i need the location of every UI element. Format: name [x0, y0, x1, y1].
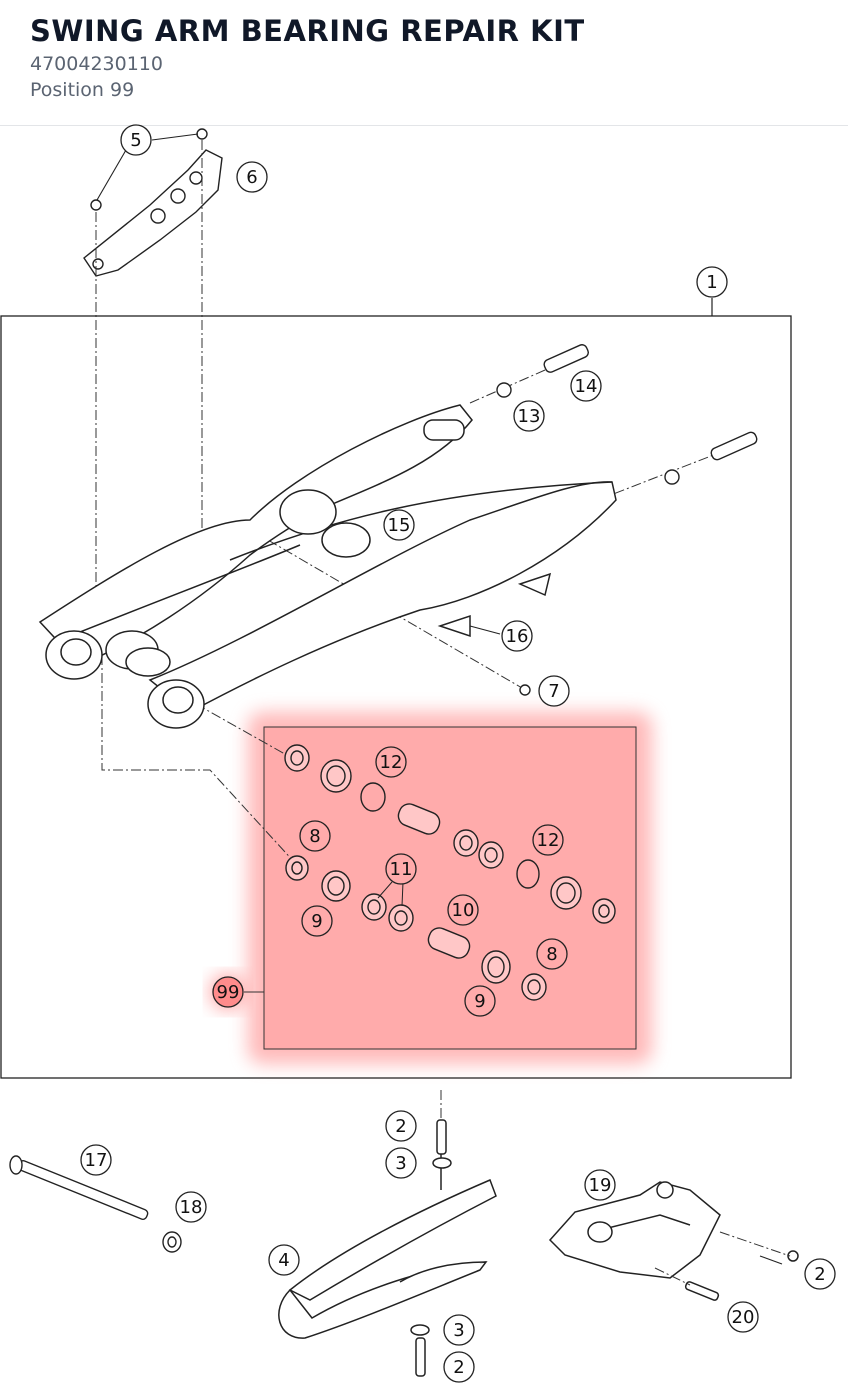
callout-5: 5: [120, 124, 152, 156]
callout-15: 15: [383, 509, 415, 541]
svg-text:17: 17: [85, 1150, 108, 1171]
svg-text:10: 10: [452, 900, 475, 921]
callout-11: 11: [385, 853, 417, 885]
callout-2b: 2: [443, 1351, 475, 1383]
callout-7: 7: [538, 675, 570, 707]
callout-3b: 3: [443, 1314, 475, 1346]
svg-text:19: 19: [589, 1175, 612, 1196]
chain-slider-part: [278, 1119, 497, 1377]
svg-text:18: 18: [180, 1197, 203, 1218]
svg-text:2: 2: [395, 1116, 406, 1137]
svg-text:2: 2: [453, 1357, 464, 1378]
position-label: Position 99: [30, 79, 135, 101]
svg-text:5: 5: [130, 130, 141, 151]
callout-2a: 2: [385, 1110, 417, 1142]
svg-text:7: 7: [548, 681, 559, 702]
axle-part: [9, 1155, 182, 1253]
svg-text:12: 12: [537, 830, 560, 851]
svg-text:9: 9: [311, 911, 322, 932]
svg-text:14: 14: [575, 376, 598, 397]
swing-arm-part: [38, 404, 617, 729]
svg-text:15: 15: [388, 515, 411, 536]
callout-16: 16: [501, 620, 533, 652]
callout-19: 19: [584, 1169, 616, 1201]
callout-4: 4: [268, 1244, 300, 1276]
svg-text:9: 9: [474, 991, 485, 1012]
svg-text:4: 4: [278, 1250, 289, 1271]
callout-8b: 8: [536, 938, 568, 970]
page-header: SWING ARM BEARING REPAIR KIT 47004230110…: [0, 0, 848, 126]
svg-text:99: 99: [217, 982, 240, 1003]
callout-2c: 2: [804, 1258, 836, 1290]
bearing-kit-parts: [284, 744, 616, 1001]
svg-text:2: 2: [814, 1264, 825, 1285]
svg-text:8: 8: [309, 826, 320, 847]
svg-text:6: 6: [246, 167, 257, 188]
callout-1: 1: [696, 266, 728, 298]
callout-14: 14: [570, 370, 602, 402]
callout-17: 17: [80, 1144, 112, 1176]
callout-10: 10: [447, 894, 479, 926]
callout-8a: 8: [299, 820, 331, 852]
callout-3a: 3: [385, 1147, 417, 1179]
callout-9b: 9: [464, 985, 496, 1017]
callout-12a: 12: [375, 746, 407, 778]
callout-99: 99: [212, 976, 244, 1008]
svg-text:3: 3: [453, 1320, 464, 1341]
svg-text:20: 20: [732, 1307, 755, 1328]
svg-text:3: 3: [395, 1153, 406, 1174]
chain-guide-part: [548, 1181, 799, 1301]
callout-6: 6: [236, 161, 268, 193]
callout-13: 13: [513, 400, 545, 432]
callout-9a: 9: [301, 905, 333, 937]
svg-text:1: 1: [706, 272, 717, 293]
assembly-frame: [0, 315, 792, 1079]
page-title: SWING ARM BEARING REPAIR KIT: [30, 14, 585, 48]
svg-text:8: 8: [546, 944, 557, 965]
callout-12b: 12: [532, 824, 564, 856]
part-number: 47004230110: [30, 53, 163, 75]
svg-text:13: 13: [518, 406, 541, 427]
svg-text:11: 11: [390, 859, 413, 880]
callout-20: 20: [727, 1301, 759, 1333]
kit-highlight: [210, 712, 652, 1064]
svg-text:12: 12: [380, 752, 403, 773]
chain-guard-part: [83, 128, 223, 277]
callout-18: 18: [175, 1191, 207, 1223]
svg-text:16: 16: [506, 626, 529, 647]
